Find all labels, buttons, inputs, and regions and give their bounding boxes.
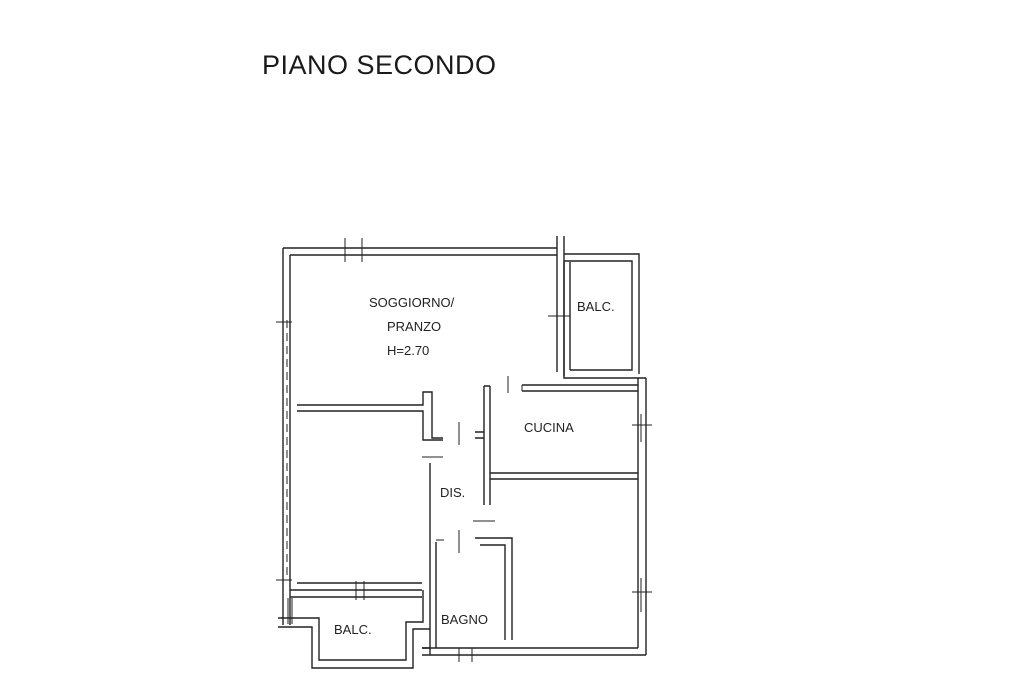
south-west-step xyxy=(282,595,291,625)
label-balcone-top: BALC. xyxy=(577,299,615,314)
label-soggiorno: SOGGIORNO/ xyxy=(369,295,455,310)
label-bagno: BAGNO xyxy=(441,612,488,627)
label-cucina: CUCINA xyxy=(524,420,574,435)
label-pranzo: PRANZO xyxy=(387,319,441,334)
page-title: PIANO SECONDO xyxy=(262,50,497,80)
label-balcone-bottom: BALC. xyxy=(334,622,372,637)
balcony-bottom xyxy=(278,582,430,669)
outer-walls xyxy=(282,236,647,656)
north-east-wall xyxy=(556,236,565,262)
interior-walls xyxy=(297,262,638,655)
north-wall xyxy=(283,247,557,256)
label-disimpegno: DIS. xyxy=(440,485,465,500)
balcony-top xyxy=(548,253,646,379)
west-wall xyxy=(282,248,291,595)
east-wall xyxy=(637,378,647,655)
south-wall xyxy=(422,647,646,656)
label-height: H=2.70 xyxy=(387,343,429,358)
